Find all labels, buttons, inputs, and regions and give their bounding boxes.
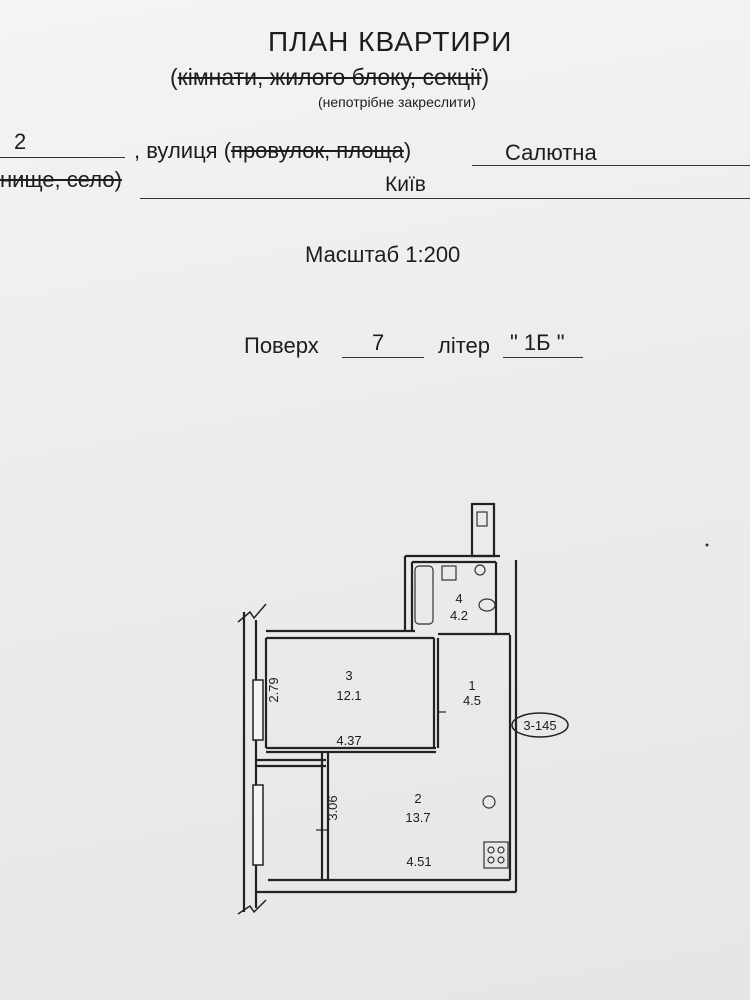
sink-circle-icon	[482, 795, 496, 809]
letter-value: " 1Б "	[510, 330, 565, 355]
street-underline	[472, 165, 750, 166]
dimension-room2-height: 3.06	[325, 795, 340, 820]
plan-walls	[242, 502, 518, 912]
floor-underline	[342, 357, 424, 358]
stray-dot	[705, 543, 709, 547]
street-label: , вулиця (провулок, площа)	[134, 138, 411, 164]
room-area: 4.2	[450, 608, 468, 623]
apartment-tag: 3-145	[523, 718, 556, 733]
subtitle-close-paren: )	[481, 64, 490, 90]
room-number: 3	[345, 668, 352, 683]
sink-icon	[441, 565, 457, 581]
room-number: 2	[414, 791, 421, 806]
window-room2	[252, 784, 264, 866]
city-underline	[140, 198, 750, 199]
room-area: 4.5	[463, 693, 481, 708]
window-room3	[252, 679, 264, 741]
dimension-room2-width: 4.51	[406, 854, 431, 869]
subtitle: (кімнати, жилого блоку, секції)	[170, 64, 489, 91]
dimension-labels: 2.79 4.37 3.06 4.51	[266, 677, 432, 869]
room-number: 4	[455, 591, 462, 606]
stove-icon	[483, 841, 509, 869]
dimension-ticks	[316, 711, 446, 831]
stove-burner-icon	[487, 856, 495, 864]
room-area: 12.1	[336, 688, 361, 703]
scale-label: Масштаб 1:200	[305, 242, 461, 267]
subtitle-struck-text: кімнати, жилого блоку, секції	[177, 64, 482, 90]
kitchen-fixtures	[482, 795, 509, 869]
room-labels: 4 4.2 3 12.1 1 4.5 2 13.7	[336, 591, 481, 825]
break-marks	[237, 603, 267, 915]
toilet-icon	[478, 598, 496, 612]
bathroom-fixtures	[414, 511, 496, 625]
letter-label: літер	[438, 333, 491, 358]
stove-burner-icon	[497, 856, 505, 864]
stove-burner-icon	[497, 846, 505, 854]
stove-burner-icon	[487, 846, 495, 854]
street-name: Салютна	[505, 140, 597, 165]
street-label-struck: провулок, площа	[231, 138, 404, 163]
subtitle-open-paren: (	[170, 64, 178, 90]
dimension-room3-width: 4.37	[336, 733, 361, 748]
room-number: 1	[468, 678, 475, 693]
settlement-struck: нище, село)	[0, 167, 122, 192]
room-area: 13.7	[405, 810, 430, 825]
dimension-room3-height: 2.79	[266, 677, 281, 702]
shaft-fixture-icon	[476, 511, 488, 527]
letter-underline	[503, 357, 583, 358]
bathtub-icon	[414, 565, 434, 625]
tag-ellipse	[511, 712, 569, 738]
floor-value: 7	[372, 330, 385, 355]
floor-label: Поверх	[244, 333, 319, 358]
house-number: 2	[14, 129, 27, 154]
street-label-prefix: , вулиця (	[134, 138, 232, 163]
street-label-suffix: )	[403, 138, 412, 163]
windows	[252, 679, 264, 866]
house-number-underline	[0, 157, 125, 158]
strike-note: (непотрібне закреслити)	[318, 94, 476, 110]
fixture-icon	[474, 564, 486, 576]
document-title: ПЛАН КВАРТИРИ	[268, 26, 513, 57]
city-name: Київ	[385, 173, 426, 196]
